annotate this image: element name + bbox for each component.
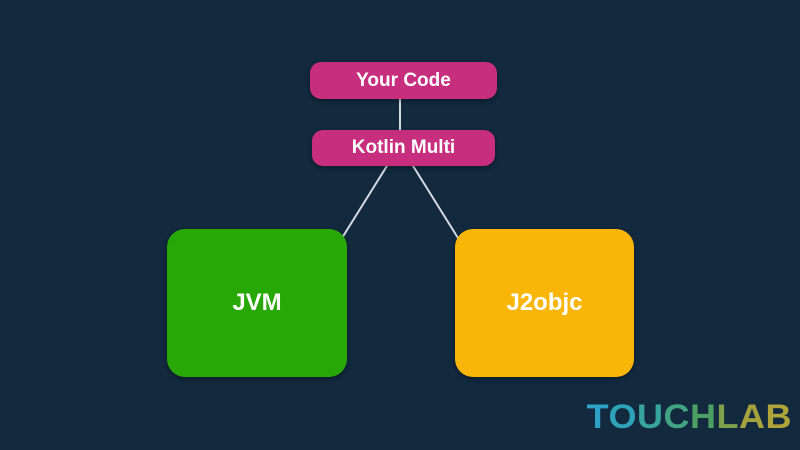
node-kotlin-multi-label: Kotlin Multi [351, 137, 456, 158]
logo-letter: U [637, 396, 664, 436]
logo-letter: L [716, 396, 739, 436]
logo-letter: O [608, 396, 637, 436]
logo-letter: A [739, 396, 766, 436]
node-j2objc: J2objc [455, 229, 634, 377]
logo-letter: T [586, 396, 609, 436]
node-j2objc-label: J2objc [506, 289, 583, 316]
logo-letter: C [663, 396, 690, 436]
logo-letter: H [690, 396, 717, 436]
node-jvm: JVM [167, 229, 347, 377]
logo-letter: B [765, 396, 792, 436]
node-jvm-label: JVM [232, 289, 282, 316]
node-your-code-label: Your Code [356, 69, 451, 91]
node-kotlin-multi: Kotlin Multi [312, 130, 495, 166]
touchlab-logo: TOUCHLAB [587, 399, 792, 434]
node-your-code: Your Code [310, 62, 497, 99]
